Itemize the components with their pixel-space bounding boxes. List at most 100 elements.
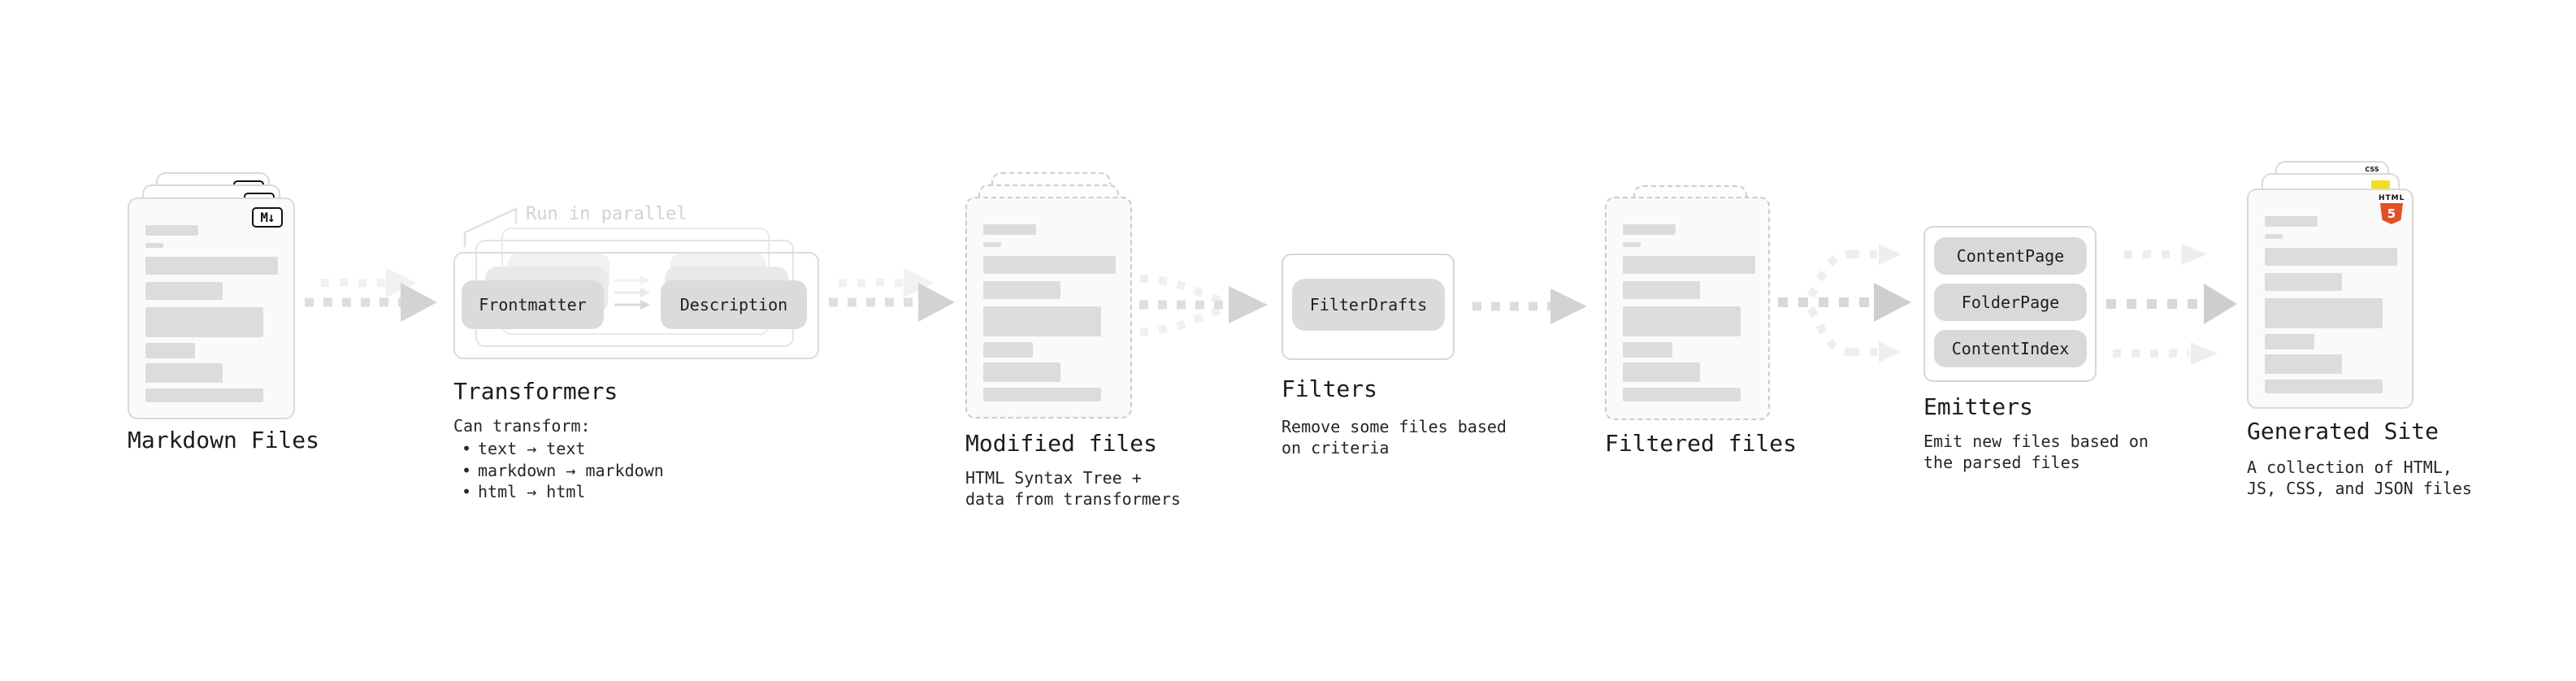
annotation-leader-line [463,207,518,247]
skeleton-line [983,281,1060,299]
skeleton-line [2265,273,2342,291]
skeleton-line [2265,216,2318,227]
skeleton-line [1623,342,1672,358]
skeleton-line [983,306,1101,336]
skeleton-line [983,388,1101,401]
skeleton-line [145,363,223,383]
stage-title-transformers: Transformers [453,378,618,405]
transformers-bullet-list: text → text markdown → markdown html → h… [455,438,664,503]
filters-body-line: on criteria [1281,438,1390,458]
transformer-node-description: Description [661,280,807,329]
emitter-node-contentindex: ContentIndex [1934,330,2087,367]
converge-curve-bottom [1139,305,1224,336]
site-file-card-html: HTML 5 [2247,189,2413,409]
skeleton-line [145,257,278,275]
filters-frame [1281,254,1455,360]
filters-body-line: Remove some files based [1281,417,1507,436]
stage-title-markdown-files: Markdown Files [128,427,320,453]
flow-arrow-diverge-to-emitters [1778,244,1911,362]
js-file-icon [2371,180,2390,189]
dashed-arrow [305,283,437,322]
diverge-branch-top [1806,244,1901,298]
ghost-arrow [839,268,935,297]
bullet-item: html → html [455,481,664,503]
arrowhead [1550,288,1587,324]
modified-file-card-front [965,197,1132,419]
stage-title-modified-files: Modified files [965,430,1158,457]
transformer-frame-front [453,252,819,359]
markdown-file-card-front: M↓ [128,197,295,419]
emitter-node-contentpage: ContentPage [1934,237,2087,275]
transformers-body-intro: Can transform: [453,416,591,436]
skeleton-line [1623,224,1676,235]
skeleton-line [145,225,198,236]
emitter-node-folderpage: FolderPage [1934,284,2087,321]
skeleton-line [2265,380,2383,393]
skeleton-line [2265,234,2283,239]
modified-files-body-line: data from transformers [965,489,1181,509]
file-content-skeleton [967,224,1130,401]
arrowhead [1229,286,1268,323]
diverge-branch-bottom [1806,306,1901,362]
stage-title-filtered-files: Filtered files [1605,430,1798,457]
skeleton-line [1623,362,1700,382]
skeleton-line [1623,242,1641,247]
run-in-parallel-annotation: Run in parallel [526,204,687,224]
mini-arrow [614,275,650,285]
bullet-item: text → text [455,438,664,460]
css-icon-label: CSS [2365,166,2379,173]
emit-arrow-bottom [2113,342,2218,365]
converge-curve-top [1139,275,1224,306]
flow-arrow-converge-to-filters [1139,275,1268,336]
skeleton-line [145,307,263,337]
skeleton-line [1623,281,1700,299]
emit-arrow-top [2124,244,2207,265]
skeleton-line [1623,306,1741,336]
html5-icon-shield: 5 [2380,203,2403,224]
stage-title-filters: Filters [1281,375,1378,402]
file-content-skeleton [129,225,293,402]
skeleton-line [983,256,1116,274]
html5-icon: HTML 5 [2379,194,2405,224]
skeleton-line [983,342,1033,358]
filter-node-filterdrafts: FilterDrafts [1292,279,1445,331]
skeleton-line [2265,354,2342,374]
skeleton-line [1623,256,1755,274]
emit-arrow-middle [2106,284,2237,324]
bullet-item: markdown → markdown [455,460,664,482]
skeleton-line [2265,298,2383,328]
emitters-body-line: the parsed files [1923,453,2080,472]
parallel-run-arrows [614,275,650,310]
stage-title-generated-site: Generated Site [2247,418,2439,445]
flow-arrow-transformers-to-modified [829,268,955,322]
file-content-skeleton [1607,224,1768,401]
flow-arrow-filters-to-filtered [1472,288,1587,324]
emitters-frame [1923,226,2097,382]
html5-icon-label: HTML [2379,194,2405,202]
skeleton-line [145,388,263,402]
file-content-skeleton [2249,216,2412,393]
mini-arrow [614,288,650,297]
modified-files-body-line: HTML Syntax Tree + [965,468,1142,488]
skeleton-line [2265,248,2397,266]
html5-icon-number: 5 [2387,206,2396,221]
skeleton-line [1623,388,1741,401]
skeleton-line [983,362,1060,382]
emitters-body-line: Emit new files based on [1923,432,2149,451]
flow-arrow-markdown-to-transformers [305,268,437,322]
skeleton-line [145,343,195,358]
transformer-node-frontmatter: Frontmatter [462,280,604,329]
skeleton-line [2265,334,2314,349]
markdown-icon: M↓ [252,207,283,228]
skeleton-line [145,243,163,248]
mini-arrow [614,300,650,310]
filtered-file-card-front [1605,197,1770,420]
dashed-arrow [829,283,955,322]
skeleton-line [983,242,1001,247]
generated-site-body-line: JS, CSS, and JSON files [2247,479,2472,498]
ghost-arrow [321,268,417,297]
skeleton-line [983,224,1036,235]
flow-arrows-emitters-to-site [2106,244,2237,365]
diverge-branch-middle [1778,283,1911,322]
